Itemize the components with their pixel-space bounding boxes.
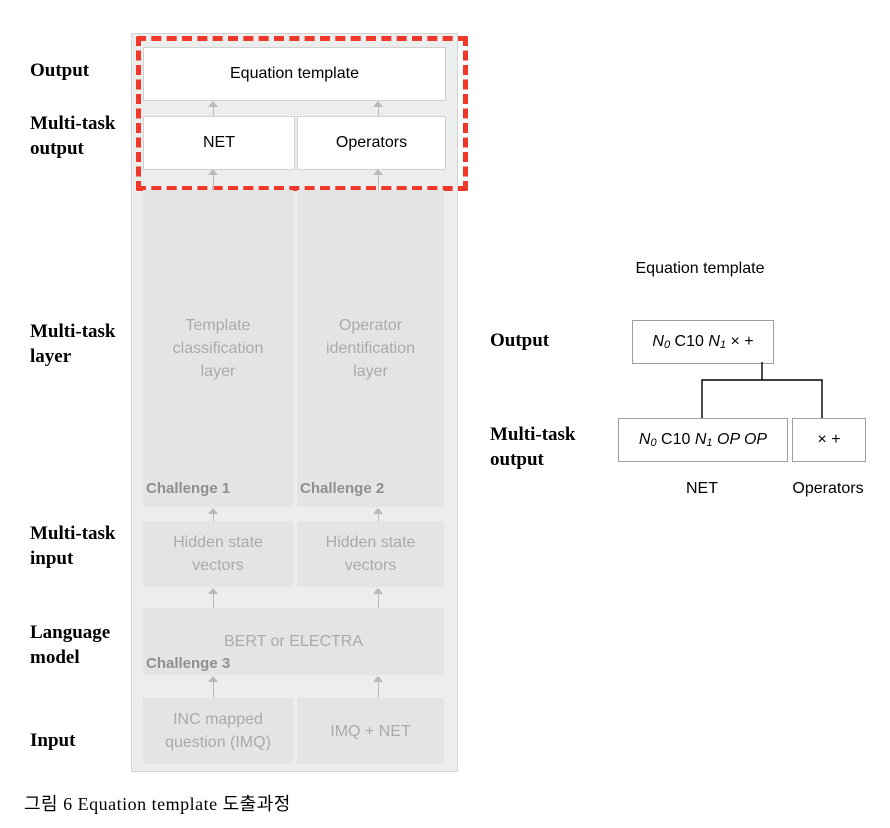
right-output-ops: × + — [730, 333, 754, 350]
arrow-imq-net-to-lm — [373, 676, 384, 698]
right-row-label-output-line1: Output — [490, 330, 550, 351]
multitask-output-net-label: NET — [203, 134, 235, 151]
input-imq-box: INC mapped question (IMQ) — [143, 698, 293, 764]
right-net-text: N0 C10 N1 OP OP — [639, 431, 767, 449]
hidden-state-vectors-left-label: Hidden state vectors — [173, 534, 263, 574]
arrow-template-layer-to-net — [208, 169, 219, 191]
template-classification-layer-box: Template classification layer — [143, 190, 293, 507]
row-label-input-line1: Input — [30, 730, 76, 751]
right-operators-caption: Operators — [792, 480, 864, 497]
row-label-multitask-input-line2: input — [30, 548, 74, 569]
row-label-multitask-output-line2: output — [30, 138, 84, 159]
challenge-2-tag: Challenge 2 — [300, 480, 385, 497]
row-label-multitask-layer-line2: layer — [30, 346, 72, 367]
row-label-multitask-output-line1: Multi-task — [30, 113, 116, 134]
right-output-equation-box: N0 C10 N1 × + — [632, 320, 774, 364]
right-title-equation-template: Equation template — [635, 260, 765, 277]
figure-caption: 그림 6 Equation template 도출과정 — [24, 794, 291, 814]
brace-connector-icon — [701, 362, 823, 418]
right-net-n1-sub: 1 — [706, 437, 713, 449]
arrow-net-to-output — [208, 101, 219, 123]
row-label-language-model-line1: Language — [30, 622, 111, 643]
input-imq-net-box: IMQ + NET — [297, 698, 444, 764]
multitask-output-operators-box: Operators — [297, 116, 446, 170]
right-output-n1-sub: 1 — [719, 339, 727, 351]
right-net-n1: N — [694, 431, 707, 448]
right-net-c10: C10 — [661, 431, 691, 448]
multitask-output-operators-label: Operators — [335, 134, 408, 151]
right-net-n0-sub: 0 — [650, 437, 657, 449]
arrow-operator-layer-to-operators — [373, 169, 384, 191]
right-row-label-multitask-output-line2: output — [490, 449, 544, 470]
right-net-box: N0 C10 N1 OP OP — [618, 418, 788, 462]
hidden-state-vectors-left-box: Hidden state vectors — [143, 521, 293, 587]
input-imq-label: INC mapped question (IMQ) — [165, 711, 271, 751]
language-model-box: BERT or ELECTRA — [143, 608, 444, 675]
input-imq-net-label: IMQ + NET — [330, 722, 411, 740]
right-output-n0: N — [652, 333, 664, 350]
arrow-imq-to-lm — [208, 676, 219, 698]
right-output-n1: N — [708, 333, 720, 350]
right-net-op-tokens: OP OP — [717, 431, 768, 448]
right-output-equation-text: N0 C10 N1 × + — [652, 333, 753, 351]
challenge-3-tag: Challenge 3 — [146, 655, 231, 672]
right-operators-box: × + — [792, 418, 866, 462]
row-label-multitask-output: Multi-task output — [30, 111, 135, 161]
right-operators-text: × + — [817, 431, 841, 448]
arrow-operators-to-output — [373, 101, 384, 123]
arrow-lm-to-hidden-right — [373, 588, 384, 610]
right-output-c10: C10 — [674, 333, 704, 350]
right-row-label-output: Output — [490, 328, 549, 353]
hidden-state-vectors-right-label: Hidden state vectors — [325, 534, 416, 574]
hidden-state-vectors-right-box: Hidden state vectors — [297, 521, 444, 587]
right-row-label-multitask-output: Multi-task output — [490, 422, 576, 472]
right-output-n0-sub: 0 — [663, 339, 671, 351]
right-example-diagram: Equation template Output Multi-task outp… — [490, 250, 890, 550]
operator-identification-layer-label: Operator identification layer — [326, 317, 415, 380]
language-model-label: BERT or ELECTRA — [223, 633, 363, 650]
row-label-language-model: Language model — [30, 620, 135, 670]
row-label-multitask-layer: Multi-task layer — [30, 319, 135, 369]
row-label-output: Output — [30, 58, 135, 83]
right-net-caption: NET — [686, 480, 718, 497]
right-row-label-multitask-output-line1: Multi-task — [490, 424, 576, 445]
output-equation-template-label: Equation template — [230, 65, 359, 82]
template-classification-layer-label: Template classification layer — [172, 317, 264, 380]
multitask-output-net-box: NET — [143, 116, 295, 170]
challenge-1-tag: Challenge 1 — [146, 480, 231, 497]
row-label-output-line1: Output — [30, 60, 90, 81]
row-label-multitask-layer-line1: Multi-task — [30, 321, 116, 342]
row-label-multitask-input-line1: Multi-task — [30, 523, 116, 544]
right-net-n0: N — [638, 431, 651, 448]
arrow-lm-to-hidden-left — [208, 588, 219, 610]
row-label-language-model-line2: model — [30, 647, 80, 668]
row-label-multitask-input: Multi-task input — [30, 521, 135, 571]
output-equation-template-box: Equation template — [143, 47, 446, 101]
row-label-input: Input — [30, 728, 135, 753]
operator-identification-layer-box: Operator identification layer — [297, 190, 444, 507]
left-pipeline-diagram: Output Multi-task output Multi-task laye… — [30, 33, 468, 772]
